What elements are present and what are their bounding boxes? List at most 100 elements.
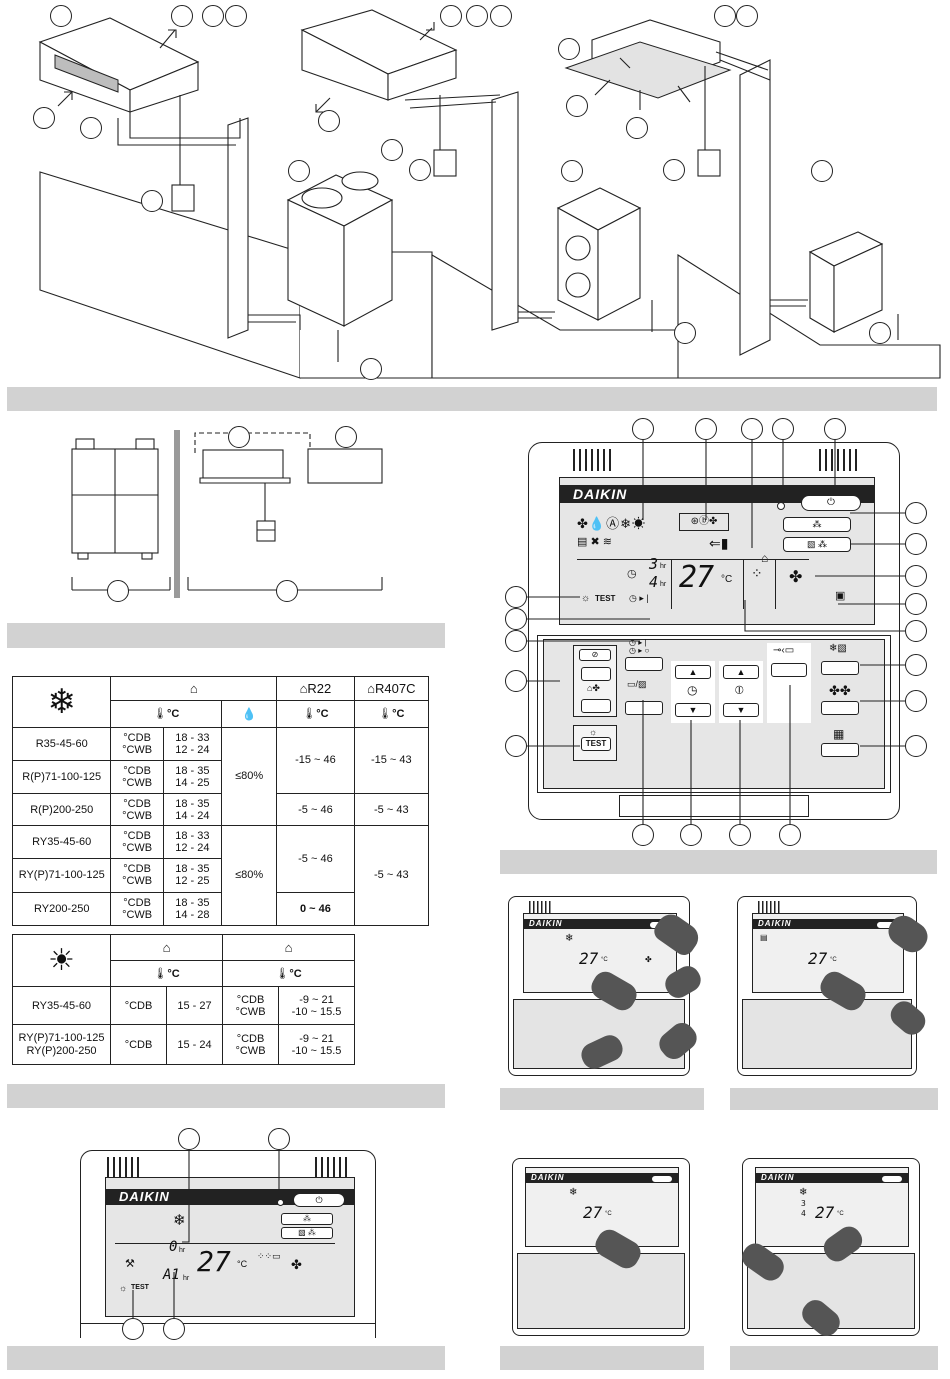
cooling-operation-range-table: ❄ ⌂ ⌂R22 ⌂R407C 🌡°C 💧 🌡°C 🌡°C R35-45-60 … [11,675,430,927]
callout-remote-12 [905,690,927,712]
triangle-down-icon: ▼ [688,705,698,715]
bulb-label: °CDB [123,731,151,744]
filter-reset-button[interactable] [821,743,859,757]
r407c-range-cell: -5 ~ 43 [353,793,430,826]
bulb-label: °CDB [123,863,151,876]
indoor-house-icon: ⌂ [189,681,198,697]
timer-unit: hr [179,1247,186,1254]
test-button[interactable]: TEST [581,737,611,751]
bulb-label: °CWB [122,809,153,822]
timer-clock-icon: ◷ [687,683,698,697]
cover-hinge [619,795,809,817]
cool-mode-icon: ❄ [799,1187,808,1198]
dry-mode-icon: 💧 [588,516,607,531]
remote-grip [573,449,615,471]
power-button[interactable] [651,1175,673,1183]
callout-remote-17 [505,670,527,692]
control-panel [742,999,912,1069]
timer-mode-button[interactable] [625,657,663,671]
callout-2f [409,159,431,181]
ventilation-amount-button[interactable] [581,667,611,681]
callout-remote-22 [779,824,801,846]
power-button[interactable]: ⏻ [801,495,861,511]
ventilation-mode-button[interactable]: ⊘ [579,649,611,661]
r22-range-cell: -15 ~ 46 [276,726,355,795]
remote-controller: DAIKIN ⏻ ✤💧Ⓐ❄☀ ⊛ⓑ✤ ▤ ✖ ≋ ⇐▮ ⁂ ▧ ⁂ ⌂ 3 hr… [528,442,900,820]
set-temperature: 27 [579,949,599,968]
power-button[interactable] [881,1175,903,1183]
power-icon: ⏻ [827,497,835,508]
model-cell: RY35-45-60 [12,986,111,1025]
fan-speed-button-low[interactable]: ▧ ⁂ [281,1227,333,1239]
thermometer-icon: ⦶ [735,683,744,697]
timer-up-button[interactable]: ▲ [675,665,711,679]
callout-remote-9 [905,593,927,615]
airflow-direction-button[interactable] [771,663,807,677]
bulb-label: °CWB [235,1044,266,1057]
operation-mode-button[interactable] [821,661,859,675]
snowflake-cell: ❄ [11,676,112,728]
callout-diagram-b [335,426,357,448]
control-panel [517,1253,685,1329]
section-bar-6b [730,1088,938,1110]
outdoor-range: -9 ~ 21 [299,1032,334,1045]
section-bar-7b [730,1346,938,1370]
indoor-range: 12 - 24 [175,841,210,854]
zone-icon: ▧ ⁂ [806,539,827,549]
zone-icon: ▧ ⁂ [298,1228,316,1237]
fan-speed-button-low[interactable]: ▧ ⁂ [783,537,851,552]
error-code-unit: hr [183,1275,190,1282]
auto-mode-icon: Ⓐ [606,516,621,531]
temperature-unit: °C [721,574,733,585]
timer-onoff-icon: ▭/▨ [627,679,647,689]
heat-mode-icon: ☀ [632,516,647,531]
callout-remote-11 [905,654,927,676]
heating-outdoor-unit: °C [289,968,302,980]
brand-logo: DAIKIN [531,1173,565,1182]
set-temperature: 27 [679,560,714,595]
heating-outdoor-header: ⌂ [222,934,355,961]
error-display-remote: DAIKIN ⏻ ❄ ⁂ ▧ ⁂ 0 hr ⚒ 27 °C ⁘⁘▭ ✤ A1 h… [80,1150,376,1338]
callout-remote-3 [741,418,763,440]
model-cell: RY(P)71-100-125 [11,858,112,893]
callout-1b [171,5,193,27]
humidity-header: 💧 [220,700,278,728]
section-bar-1 [7,387,937,411]
power-button[interactable]: ⏻ [293,1193,345,1207]
remote-grip [315,1157,351,1177]
r22-range-cell: 0 ~ 46 [276,891,355,927]
callout-diagram-a [228,426,250,448]
sun-cell: ☀ [12,934,111,987]
callout-3d [566,95,588,117]
callout-remote-18 [505,735,527,757]
set-temperature: 27 [197,1245,231,1278]
outdoor-range: -9 ~ 21 [299,993,334,1006]
operation-mode-icon: ❄▧ [829,643,847,654]
callout-1a [50,5,72,27]
timer-onoff-button[interactable] [625,701,663,715]
power-icon: ⏻ [315,1195,323,1205]
indoor-range: 18 - 33 [175,829,210,842]
outdoor-r407c-header: ⌂R407C [353,675,430,702]
temp-up-button[interactable]: ▲ [723,665,759,679]
set-temperature: 27 [808,949,828,968]
fan-speed-button-high[interactable]: ⁂ [281,1213,333,1225]
timer-bottom-unit: hr [660,581,667,588]
callout-diagram-d [276,580,298,602]
ventilation-fan-button[interactable] [581,699,611,713]
bulb-cell: °CDB°CWB [110,759,164,795]
temp-down-button[interactable]: ▼ [723,703,759,717]
callout-3a [714,5,736,27]
humidity-cell: ≤80% [220,824,278,927]
callout-2g [561,160,583,182]
brand-band [755,1173,909,1183]
fan-speed-button-high[interactable]: ⁂ [783,517,851,532]
thermometer-icon: 🌡 [378,708,393,721]
fan-speed-button[interactable] [821,701,859,715]
callout-1i [360,358,382,380]
indoor-range: 14 - 28 [175,908,210,921]
callout-diagram-c [107,580,129,602]
timer-down-button[interactable]: ▼ [675,703,711,717]
mini-remote-3: DAIKIN ❄ 27 °C [512,1158,690,1336]
